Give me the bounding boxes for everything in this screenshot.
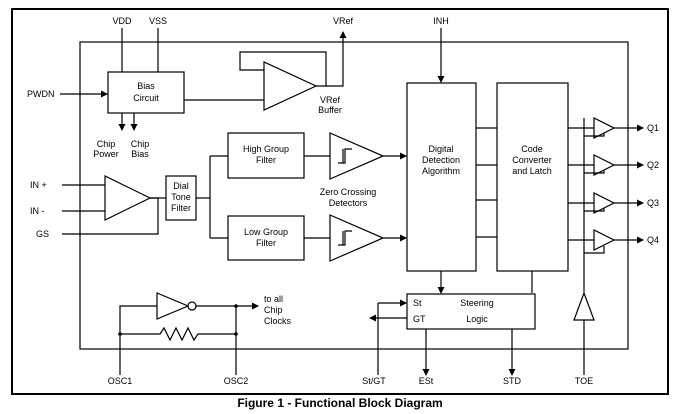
dial-tone-label-3: Filter xyxy=(171,203,191,213)
pin-toe-label: TOE xyxy=(575,376,593,386)
digital-detection-label-1: Digital xyxy=(428,144,453,154)
code-converter-label-1: Code xyxy=(521,144,543,154)
toe-enable-bus xyxy=(583,118,605,254)
low-group-label-1: Low Group xyxy=(244,227,288,237)
toe-enable-q1 xyxy=(584,133,605,137)
pin-st-gt-label: St/GT xyxy=(362,376,386,386)
high-group-label-2: Filter xyxy=(256,155,276,165)
digital-detection-block xyxy=(406,82,477,272)
osc2-junction xyxy=(234,332,238,336)
toe-enable-q3 xyxy=(584,208,605,212)
vref-buffer-label-1: VRef xyxy=(320,95,341,105)
feedback-resistor xyxy=(120,326,236,342)
pin-vref-label: VRef xyxy=(333,16,354,26)
pin-q3-label: Q3 xyxy=(647,198,659,208)
chip-boundary xyxy=(79,41,629,350)
pin-inh-label: INH xyxy=(433,16,449,26)
osc1-junction xyxy=(118,332,122,336)
steering-st-label: St xyxy=(413,298,422,308)
low-group-filter-block xyxy=(227,215,305,261)
steering-logic-label-2: Logic xyxy=(466,314,488,324)
zero-crossing-label-1: Zero Crossing xyxy=(320,187,377,197)
pin-in-minus-label: IN - xyxy=(30,206,45,216)
pin-q4-label: Q4 xyxy=(647,235,659,245)
code-converter-block xyxy=(496,82,569,272)
chip-power-label-2: Power xyxy=(93,149,119,159)
vref-buffer-amp xyxy=(263,61,318,111)
digital-detection-label-2: Detection xyxy=(422,155,460,165)
dial-tone-filter-block xyxy=(165,175,197,221)
steering-logic-block xyxy=(406,293,536,330)
pin-vss-label: VSS xyxy=(149,16,167,26)
pin-osc1-label: OSC1 xyxy=(108,376,133,386)
inverter-bubble xyxy=(187,301,197,311)
pin-osc2-label: OSC2 xyxy=(224,376,249,386)
q4-output-buffer xyxy=(593,229,616,251)
low-hysteresis-icon xyxy=(338,230,352,246)
pin-in-plus-label: IN + xyxy=(30,180,47,190)
dial-tone-label-1: Dial xyxy=(173,181,189,191)
pin-est-label: ESt xyxy=(419,376,434,386)
digital-detection-label-3: Algorithm xyxy=(422,166,460,176)
oscillator-inverter xyxy=(156,292,190,320)
chip-clocks-label-1: to all xyxy=(264,294,283,304)
pin-pwdn-label: PWDN xyxy=(27,89,55,99)
chip-power-label-1: Chip xyxy=(97,139,116,149)
high-hysteresis-icon xyxy=(338,148,352,164)
vref-buffer-label-2: Buffer xyxy=(318,105,342,115)
chip-bias-label-2: Bias xyxy=(131,149,149,159)
dial-tone-label-2: Tone xyxy=(171,192,191,202)
bias-circuit-label-1: Bias xyxy=(137,81,155,91)
chip-clocks-label-2: Chip xyxy=(264,305,283,315)
pin-q1-label: Q1 xyxy=(647,123,659,133)
high-group-label-1: High Group xyxy=(243,144,289,154)
low-group-label-2: Filter xyxy=(256,238,276,248)
toe-enable-q2 xyxy=(584,170,605,174)
bias-circuit-block xyxy=(107,71,185,114)
pin-gs-label: GS xyxy=(36,229,49,239)
input-op-amp xyxy=(104,175,152,221)
osc1-wire xyxy=(119,305,157,375)
bias-circuit-label-2: Circuit xyxy=(133,93,159,103)
zero-crossing-label-2: Detectors xyxy=(329,198,368,208)
code-converter-label-2: Converter xyxy=(512,155,552,165)
clock-junction xyxy=(234,304,238,308)
outer-frame xyxy=(11,8,669,395)
high-zero-crossing-detector xyxy=(329,132,385,180)
chip-bias-label-1: Chip xyxy=(131,139,150,149)
steering-gt-label: GT xyxy=(413,314,426,324)
pin-vdd-label: VDD xyxy=(112,16,132,26)
figure-caption: Figure 1 - Functional Block Diagram xyxy=(237,396,442,410)
high-group-filter-block xyxy=(227,132,305,179)
chip-clocks-label-3: Clocks xyxy=(264,316,292,326)
vref-feedback-wire xyxy=(239,51,327,86)
vref-output-wire xyxy=(335,31,347,87)
pin-q2-label: Q2 xyxy=(647,160,659,170)
low-zero-crossing-detector xyxy=(329,214,385,262)
steering-logic-label-1: Steering xyxy=(460,298,494,308)
pin-std-label: STD xyxy=(503,376,522,386)
toe-input-buffer xyxy=(573,291,595,321)
code-converter-label-3: and Latch xyxy=(512,166,552,176)
